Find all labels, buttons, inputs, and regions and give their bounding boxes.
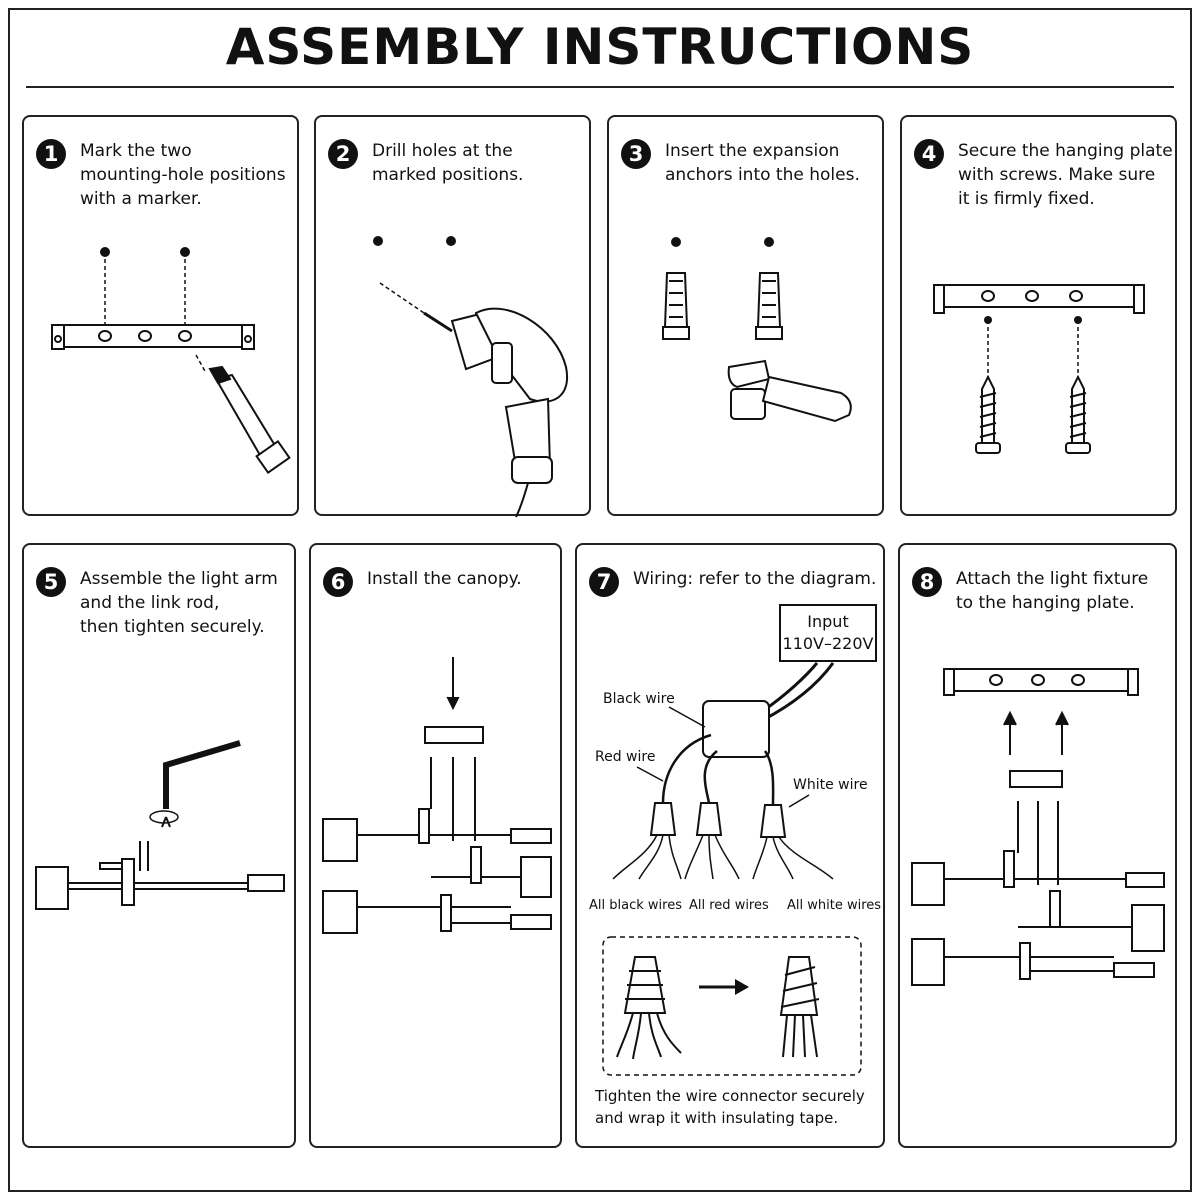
- step-4-panel: 4 Secure the hanging plate with screws. …: [900, 115, 1177, 516]
- step-8-text: Attach the light fixture to the hanging …: [956, 569, 1149, 613]
- page-frame: [8, 8, 1192, 1192]
- hammer-icon: [727, 359, 852, 423]
- step-2-text: Drill holes at the marked positions.: [372, 141, 524, 185]
- step-1-panel: 1 Mark the two mounting-hole positions w…: [22, 115, 299, 516]
- hole-dot-left: [373, 236, 383, 246]
- anchor-icon-left: [662, 272, 690, 340]
- hanging-plate: [51, 324, 255, 350]
- title-divider: [26, 86, 1174, 88]
- input-label-box: [779, 604, 877, 662]
- step-5-panel: 5 Assemble the light arm and the link ro…: [22, 543, 296, 1148]
- step-6-number: 6: [323, 567, 353, 597]
- anchor-icon-right: [755, 272, 783, 340]
- white-wire-label: White wire: [793, 777, 868, 793]
- input-voltage: 110V–220V: [783, 634, 874, 653]
- chandelier-frame: [322, 757, 552, 934]
- branch-wires: [661, 733, 775, 806]
- chandelier-frame: [911, 801, 1165, 986]
- output-wires: [612, 834, 834, 880]
- all-black-wires-label: All black wires: [589, 898, 682, 913]
- step-4-text: Secure the hanging plate with screws. Ma…: [958, 141, 1173, 209]
- mark-dot-right: [180, 247, 190, 257]
- connector-taped-icon: [779, 956, 820, 1058]
- input-label: Input: [807, 612, 848, 631]
- step-8-number: 8: [912, 567, 942, 597]
- light-arm: [35, 841, 285, 910]
- hex-key-icon: [163, 740, 241, 809]
- connector-before-icon: [616, 956, 682, 1060]
- step-2-panel: 2 Drill holes at the marked positions.: [314, 115, 591, 518]
- step-7-panel: 7 Wiring: refer to the diagram. Input 11…: [575, 543, 885, 1148]
- step-6-text: Install the canopy.: [367, 569, 522, 589]
- connector-note: Tighten the wire connector securely and …: [594, 1087, 870, 1127]
- step-5-number: 5: [36, 567, 66, 597]
- canopy: [1009, 770, 1063, 788]
- all-white-wires-label: All white wires: [787, 898, 881, 913]
- step-3-text: Insert the expansion anchors into the ho…: [665, 141, 860, 185]
- canopy: [424, 726, 484, 744]
- drill-icon: [423, 307, 569, 518]
- step-3-illustration: [662, 237, 852, 423]
- red-wire-label: Red wire: [595, 749, 655, 765]
- step-7-number: 7: [589, 567, 619, 597]
- hole-dot-right: [446, 236, 456, 246]
- step-4-number: 4: [914, 139, 944, 169]
- step-4-illustration: [933, 284, 1145, 454]
- step-5-text: Assemble the light arm and the link rod,…: [80, 569, 278, 637]
- screw-icon-left: [975, 374, 1001, 454]
- step-2-illustration: [373, 236, 569, 518]
- step-7-wiring-diagram: Input 110V–220V Black wire Red wire Whit…: [589, 604, 881, 1127]
- step-1-number: 1: [36, 139, 66, 169]
- page-title: ASSEMBLY INSTRUCTIONS: [225, 18, 975, 76]
- mark-dot-left: [100, 247, 110, 257]
- step-8-panel: 8 Attach the light fixture to the hangin…: [898, 543, 1177, 1148]
- step-7-text: Wiring: refer to the diagram.: [633, 569, 877, 589]
- hanging-plate: [933, 284, 1145, 314]
- junction-box: [702, 700, 770, 758]
- step-6-panel: 6 Install the canopy.: [309, 543, 562, 1148]
- step-2-number: 2: [328, 139, 358, 169]
- all-red-wires-label: All red wires: [689, 898, 769, 913]
- step-6-illustration: [322, 657, 552, 934]
- wire-connectors: [649, 802, 787, 838]
- step-1-text: Mark the two mounting-hole positions wit…: [80, 141, 286, 209]
- marker-pen-icon: [208, 365, 291, 475]
- step-5-illustration: [35, 740, 285, 910]
- step-8-illustration: [911, 668, 1165, 986]
- hanging-plate: [943, 668, 1139, 696]
- step-3-number: 3: [621, 139, 651, 169]
- screw-icon-right: [1065, 374, 1091, 454]
- step-1-illustration: [51, 247, 291, 475]
- up-arrow-icons: [1003, 710, 1069, 755]
- step-3-panel: 3 Insert the expansion anchors into the …: [607, 115, 884, 516]
- connector-detail-box: [602, 936, 862, 1076]
- black-wire-label: Black wire: [603, 691, 675, 707]
